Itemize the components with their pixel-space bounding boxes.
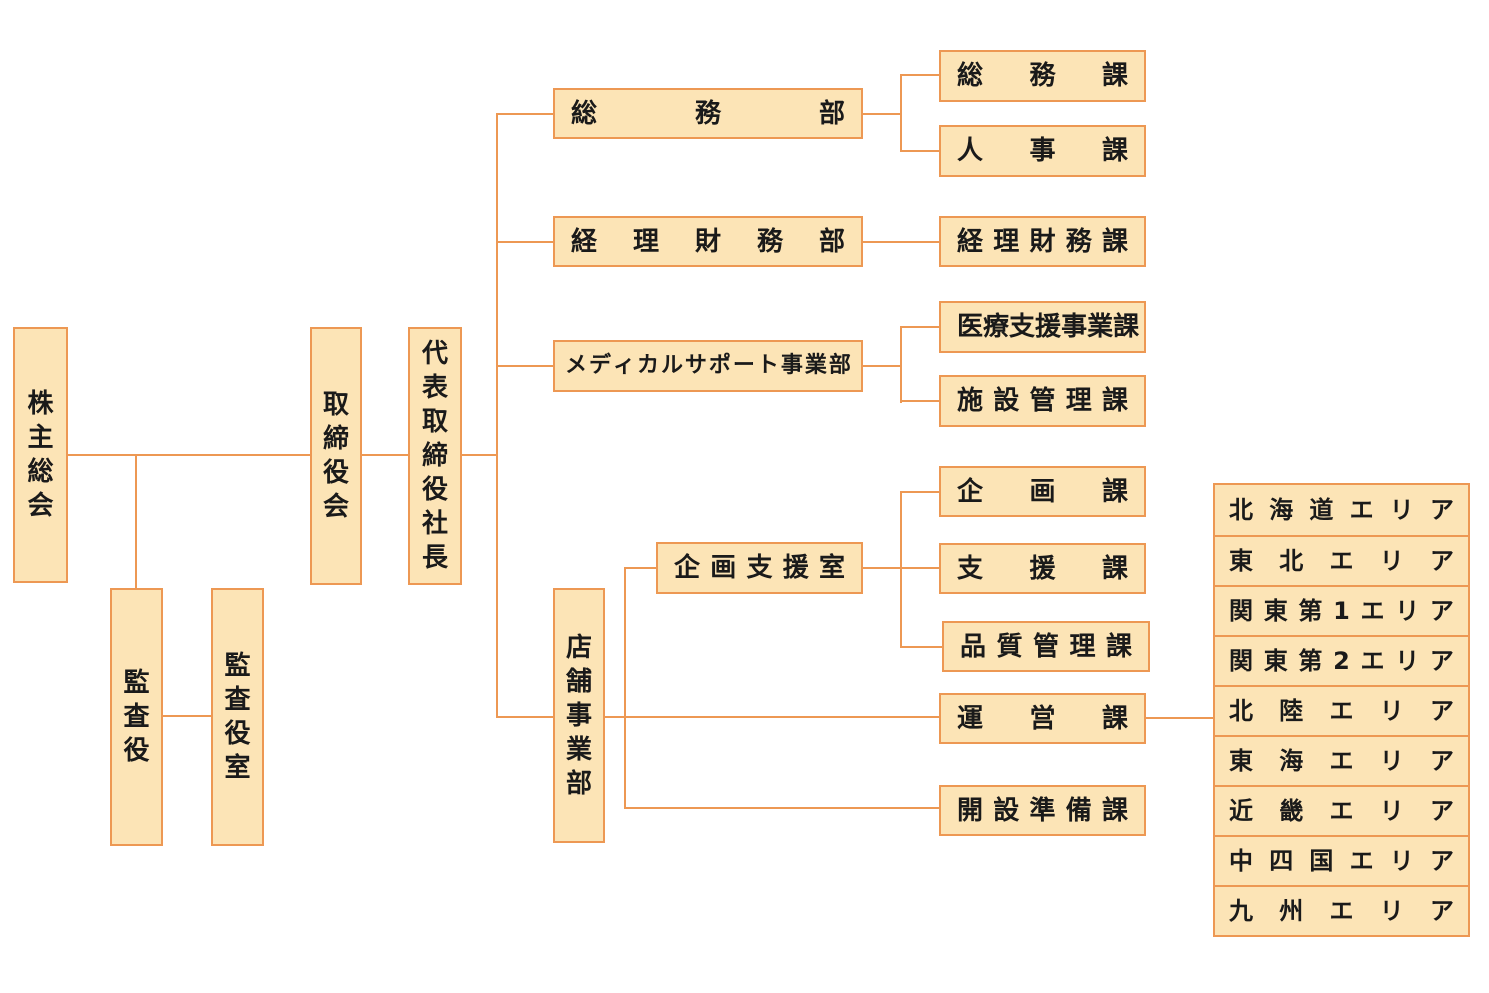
connector-medical-division [497, 365, 554, 367]
connector-auditor-office [163, 715, 211, 717]
node-planning-support-office: 企画支援室 [656, 542, 863, 594]
connector-accounting-section [863, 241, 939, 243]
area-row-tokai: 東海エリア [1215, 735, 1468, 785]
node-auditor: 監査役 [110, 588, 163, 846]
node-medical-support-division: メディカルサポート事業部 [553, 340, 863, 392]
connector-general-affairs-dept [497, 113, 554, 115]
connector-accounting-dept [497, 241, 554, 243]
connector-personnel-section [901, 150, 939, 152]
connector-planning-branch-vertical [900, 491, 902, 648]
connector-spine-vertical [496, 113, 498, 718]
node-general-affairs-section: 総務課 [939, 50, 1146, 102]
connector-medical-support-section [901, 326, 939, 328]
area-row-hokkaido: 北海道エリア [1229, 496, 1454, 524]
node-facility-management-section: 施設管理課 [939, 375, 1146, 427]
connector-quality-section [901, 646, 942, 648]
connector-general-affairs-branch [863, 113, 902, 115]
connector-opening-prep-section [624, 807, 939, 809]
connector-store-branch-vertical [624, 567, 626, 808]
area-row-kinki: 近畿エリア [1215, 785, 1468, 835]
connector-general-affairs-branch-vertical [900, 74, 902, 152]
connector-medical-branch [863, 365, 902, 367]
connector-general-affairs-section [901, 74, 939, 76]
node-store-business-division: 店舗事業部 [553, 588, 605, 843]
node-accounting-finance-section: 経理財務課 [939, 216, 1146, 267]
connector-main-horizontal [68, 454, 498, 456]
node-board-of-directors: 取締役会 [310, 327, 362, 585]
node-opening-preparation-section: 開設準備課 [939, 785, 1146, 836]
node-auditor-office: 監査役室 [211, 588, 264, 846]
connector-medical-branch-vertical [900, 326, 902, 403]
node-support-section: 支援課 [939, 543, 1146, 594]
connector-area-list [1146, 717, 1213, 719]
connector-store-division-feed [497, 716, 940, 718]
area-row-tohoku: 東北エリア [1215, 535, 1468, 585]
node-operations-section: 運営課 [939, 693, 1146, 744]
node-planning-section: 企画課 [939, 466, 1146, 517]
area-row-kyushu: 九州エリア [1215, 885, 1468, 935]
area-row-hokuriku: 北陸エリア [1215, 685, 1468, 735]
connector-planning-section [901, 491, 939, 493]
node-president: 代表取締役社長 [408, 327, 462, 585]
node-general-affairs-dept: 総務部 [553, 88, 863, 139]
node-personnel-section: 人事課 [939, 125, 1146, 177]
node-medical-support-business-section: 医療支援事業課 [939, 301, 1146, 353]
node-shareholders-meeting: 株主総会 [13, 327, 68, 583]
area-row-chushikoku: 中四国エリア [1215, 835, 1468, 885]
connector-planning-office-left [624, 567, 656, 569]
node-quality-control-section: 品質管理課 [942, 621, 1150, 672]
node-accounting-finance-dept: 経理財務部 [553, 216, 863, 267]
connector-facility-section [901, 400, 939, 402]
connector-auditor-drop [135, 454, 137, 588]
